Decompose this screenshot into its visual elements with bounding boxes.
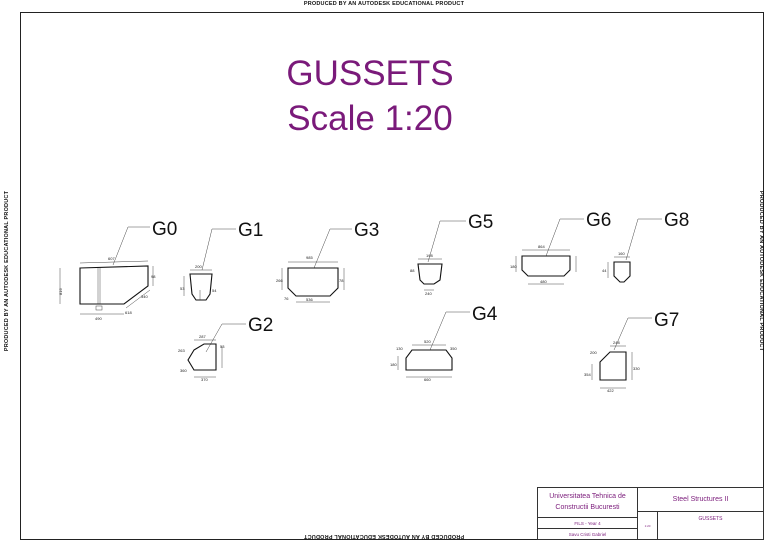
leader-g7	[613, 317, 652, 351]
leader-g8	[625, 218, 662, 261]
shape-g1	[189, 273, 213, 301]
gusset-g2: G2 287 263 53 360 370	[178, 315, 273, 382]
shape-g6	[521, 255, 571, 277]
dim-g3-2: 266	[276, 278, 283, 283]
dim-g3-5: 536	[306, 297, 313, 302]
leader-g2	[205, 323, 246, 353]
dim-g0-3: 490	[95, 316, 102, 321]
label-g2: G2	[248, 315, 273, 336]
title-block-author: Savu Cristi Gabriel	[538, 529, 638, 540]
dim-g5-2: 88	[410, 268, 415, 273]
dim-g3-4: 76	[284, 296, 289, 301]
dim-g4-5: 350	[450, 346, 457, 351]
dim-g2-3: 53	[220, 344, 225, 349]
leader-g1	[201, 228, 236, 271]
gusset-g0: G0 607 816 490 618 340 98	[58, 219, 177, 321]
dim-g4-3: 180	[390, 362, 397, 367]
gusset-g8: G8 160 44	[602, 210, 689, 283]
label-g7: G7	[654, 310, 679, 331]
dim-g7-3: 354	[584, 372, 591, 377]
gusset-g3: G3 985 266 78 76 536	[276, 220, 379, 303]
dim-g0-4: 618	[125, 310, 132, 315]
dim-g4-1: 520	[424, 339, 431, 344]
dim-g4-2: 130	[396, 346, 403, 351]
shape-g2	[187, 343, 217, 371]
dim-g8-2: 44	[602, 268, 607, 273]
dim-g1-2: 53	[180, 286, 185, 291]
dim-g8-1: 160	[618, 251, 625, 256]
dim-g2-4: 360	[180, 368, 187, 373]
shape-g7	[599, 351, 627, 381]
label-g5: G5	[468, 212, 493, 233]
label-g3: G3	[354, 220, 379, 241]
label-g0: G0	[152, 219, 177, 240]
dim-g3-1: 985	[306, 255, 313, 260]
shape-g4	[405, 349, 453, 371]
dim-g0-1: 607	[108, 256, 115, 261]
dim-g1-1: 200	[195, 264, 202, 269]
dim-g0-6: 98	[151, 274, 156, 279]
dim-g2-2: 263	[178, 348, 185, 353]
dim-g2-5: 370	[201, 377, 208, 382]
dim-g7-5: 330	[633, 366, 640, 371]
dim-g7-2: 200	[590, 350, 597, 355]
label-g4: G4	[472, 304, 498, 325]
shape-g3	[287, 267, 339, 297]
label-g6: G6	[586, 210, 611, 231]
title-block-faculty: FILS - Year 4	[538, 518, 638, 529]
dim-g6-3: 480	[540, 279, 547, 284]
shape-g8	[613, 261, 631, 283]
drawing-scale: Scale 1:20	[287, 99, 453, 138]
dim-g6-2: 180	[510, 264, 517, 269]
title-block-drawing: GUSSETS	[698, 516, 723, 522]
shape-g5	[417, 263, 443, 285]
title-block-university: Universitatea Tehnica de Constructii Buc…	[538, 488, 638, 518]
leader-g6	[545, 218, 584, 257]
dim-g2-1: 287	[199, 334, 206, 339]
gusset-g5: G5 198 88 240	[410, 212, 493, 296]
drawing-title: GUSSETS	[286, 54, 454, 93]
title-block: Universitatea Tehnica de Constructii Buc…	[537, 487, 764, 540]
gusset-g4: G4 520 130 180 660 350	[390, 304, 498, 382]
dim-g1-3: 54	[212, 288, 217, 293]
watermark-top: PRODUCED BY AN AUTODESK EDUCATIONAL PROD…	[303, 1, 465, 7]
leader-g4	[429, 311, 470, 351]
dim-g0-2: 816	[58, 288, 63, 295]
dim-g7-1: 248	[613, 340, 620, 345]
drawing-frame	[20, 12, 764, 540]
dim-g7-4: 422	[607, 388, 614, 393]
label-g1: G1	[238, 220, 263, 241]
leader-g5	[427, 220, 466, 263]
dim-g3-3: 78	[339, 278, 344, 283]
title-block-sheet: 1:20	[638, 512, 658, 540]
dim-g0-5: 340	[141, 294, 148, 299]
dim-g4-4: 660	[424, 377, 431, 382]
label-g8: G8	[664, 210, 689, 231]
dim-g6-1: 864	[538, 244, 545, 249]
title-block-subject: Steel Structures II	[638, 488, 763, 512]
gusset-g1: G1 200 53 54	[180, 220, 263, 301]
dim-g5-1: 198	[426, 253, 433, 258]
leader-g3	[313, 228, 352, 269]
shape-g0	[79, 265, 149, 305]
gusset-g6: G6 864 180 480	[510, 210, 611, 285]
dim-g5-3: 240	[425, 291, 432, 296]
gusset-g7: G7 248 200 354 422 330	[584, 310, 679, 393]
leader-g0	[112, 226, 150, 266]
